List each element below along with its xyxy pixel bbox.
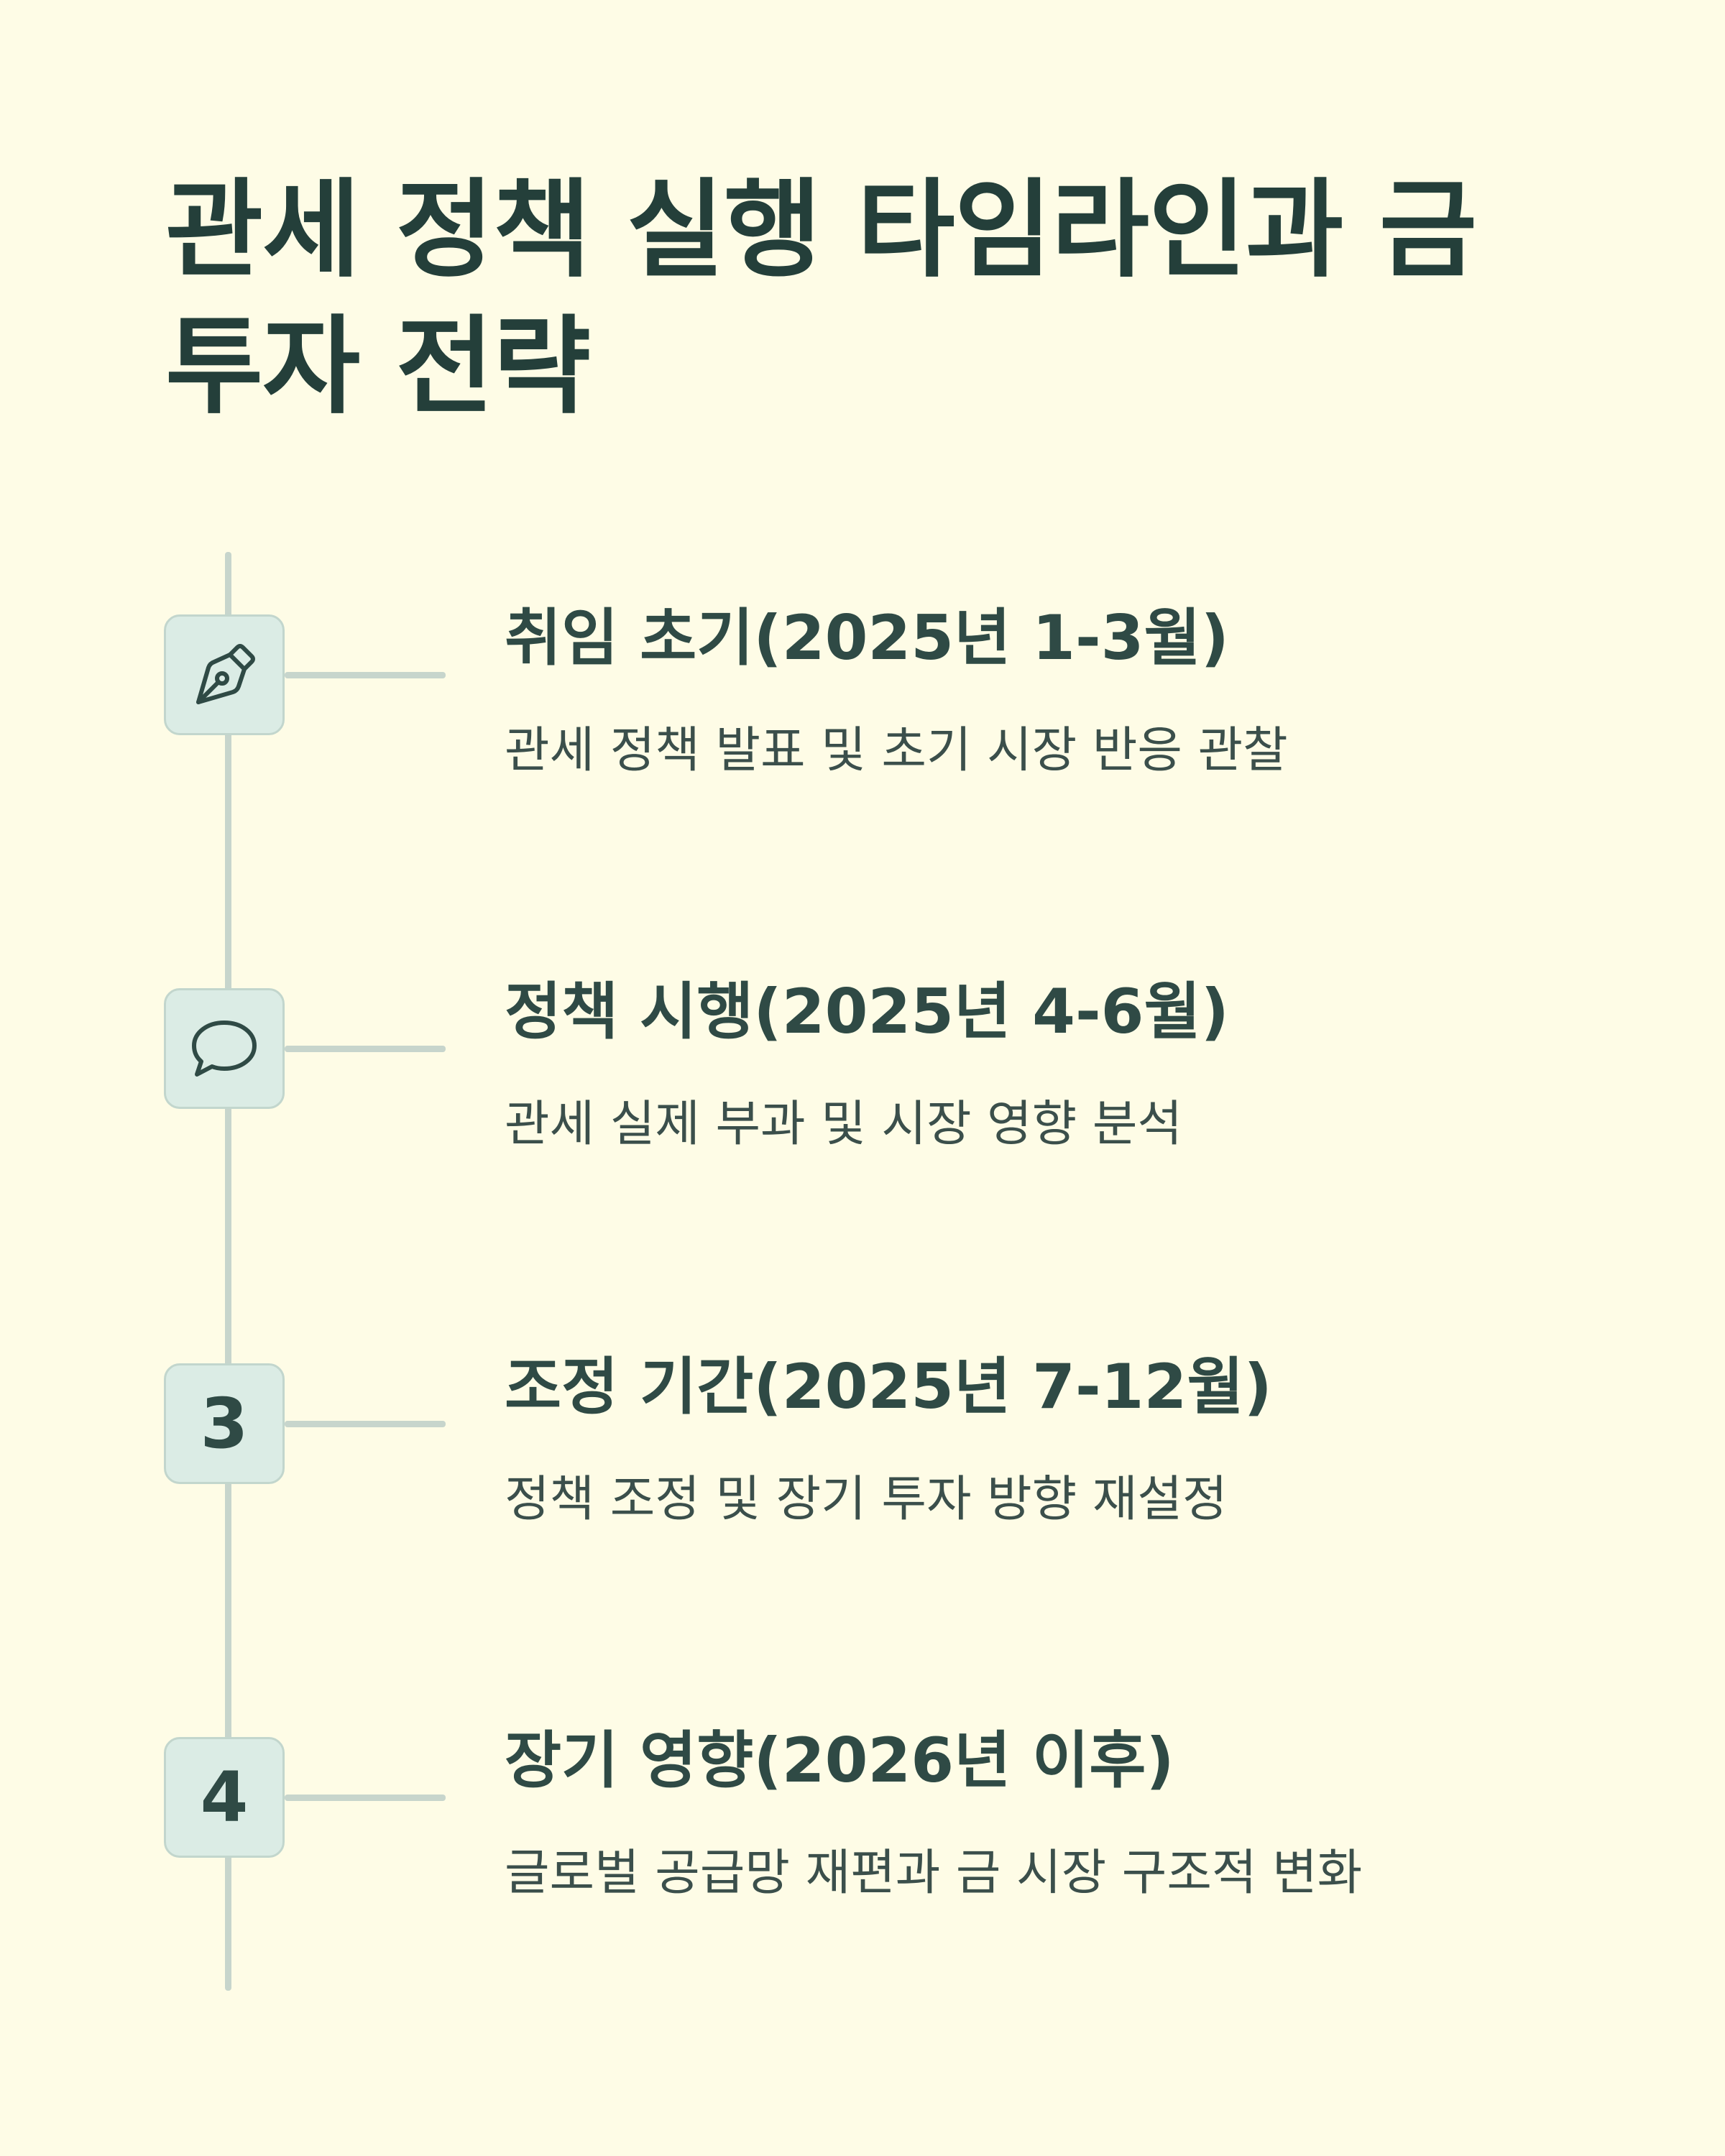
timeline-step-4: 4 장기 영향(2026년 이후) 글로벌 공급망 재편과 금 시장 구조적 변… <box>0 1725 1725 2024</box>
step-marker-1 <box>164 614 285 735</box>
step-connector-4 <box>285 1795 446 1801</box>
speech-bubble-icon <box>192 1021 257 1077</box>
step-description: 정책 조정 및 장기 투자 방향 재설정 <box>505 1471 1228 1528</box>
timeline-step-1: 취임 초기(2025년 1-3월) 관세 정책 발표 및 초기 시장 반응 관찰 <box>0 602 1725 902</box>
timeline-line <box>225 552 231 1991</box>
step-description: 관세 정책 발표 및 초기 시장 반응 관찰 <box>505 722 1288 779</box>
step-description: 글로벌 공급망 재편과 금 시장 구조적 변화 <box>505 1845 1363 1902</box>
step-connector-1 <box>285 672 446 678</box>
step-marker-3: 3 <box>164 1363 285 1484</box>
step-title: 정책 시행(2025년 4-6월) <box>505 976 1229 1048</box>
timeline-step-2: 정책 시행(2025년 4-6월) 관세 실제 부과 및 시장 영향 분석 <box>0 976 1725 1276</box>
step-marker-4: 4 <box>164 1737 285 1858</box>
step-title: 취임 초기(2025년 1-3월) <box>505 602 1229 674</box>
step-title: 장기 영향(2026년 이후) <box>505 1725 1174 1797</box>
step-connector-2 <box>285 1046 446 1052</box>
step-title: 조정 기간(2025년 7-12월) <box>505 1351 1272 1423</box>
step-number: 3 <box>200 1383 249 1464</box>
pen-nib-icon <box>196 644 255 704</box>
page-title: 관세 정책 실행 타임라인과 금 투자 전략 <box>165 168 1477 428</box>
step-number: 4 <box>200 1757 249 1838</box>
step-connector-3 <box>285 1421 446 1427</box>
step-marker-2 <box>164 988 285 1109</box>
step-description: 관세 실제 부과 및 시장 영향 분석 <box>505 1096 1182 1153</box>
timeline-step-3: 3 조정 기간(2025년 7-12월) 정책 조정 및 장기 투자 방향 재설… <box>0 1351 1725 1651</box>
